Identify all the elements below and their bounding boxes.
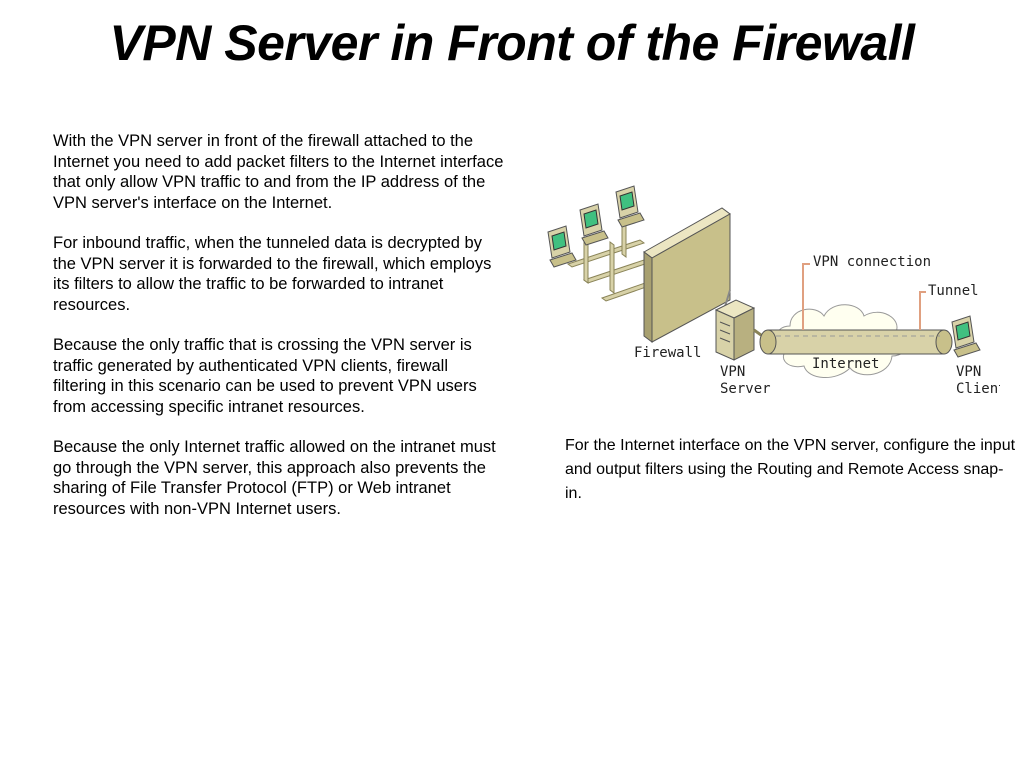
intranet-computer-2 <box>579 203 609 246</box>
tunnel-pipe <box>759 329 953 355</box>
vpn-server-label-line1: VPN <box>720 364 745 380</box>
tunnel-callout <box>919 291 926 330</box>
vpn-connection-label: VPN connection <box>813 254 931 270</box>
firewall-wall <box>643 207 731 343</box>
paragraph-3: Because the only traffic that is crossin… <box>53 336 477 416</box>
paragraph-1: With the VPN server in front of the fire… <box>53 132 504 212</box>
intranet-computer-3 <box>615 185 645 228</box>
vpn-client-label-line2: Client <box>956 381 1000 397</box>
body-text: With the VPN server in front of the fire… <box>53 131 505 539</box>
paragraph-4: Because the only Internet traffic allowe… <box>53 438 496 518</box>
slide-title: VPN Server in Front of the Firewall <box>109 15 915 71</box>
paragraph-2: For inbound traffic, when the tunneled d… <box>53 234 492 314</box>
diagram-caption: For the Internet interface on the VPN se… <box>565 437 1016 502</box>
tunnel-label: Tunnel <box>928 283 979 299</box>
vpn-client-label-line1: VPN <box>956 364 981 380</box>
firewall-label: Firewall <box>634 345 701 361</box>
vpn-server-label-line2: Server <box>720 381 771 397</box>
intranet-computer-1 <box>547 225 577 268</box>
internet-label: Internet <box>812 356 879 372</box>
vpn-diagram: VPN connection Tunnel Firewall Internet … <box>547 185 1000 397</box>
server-tower-icon <box>714 299 756 361</box>
vpn-client-computer <box>951 315 981 358</box>
vpn-connection-callout <box>802 263 810 330</box>
